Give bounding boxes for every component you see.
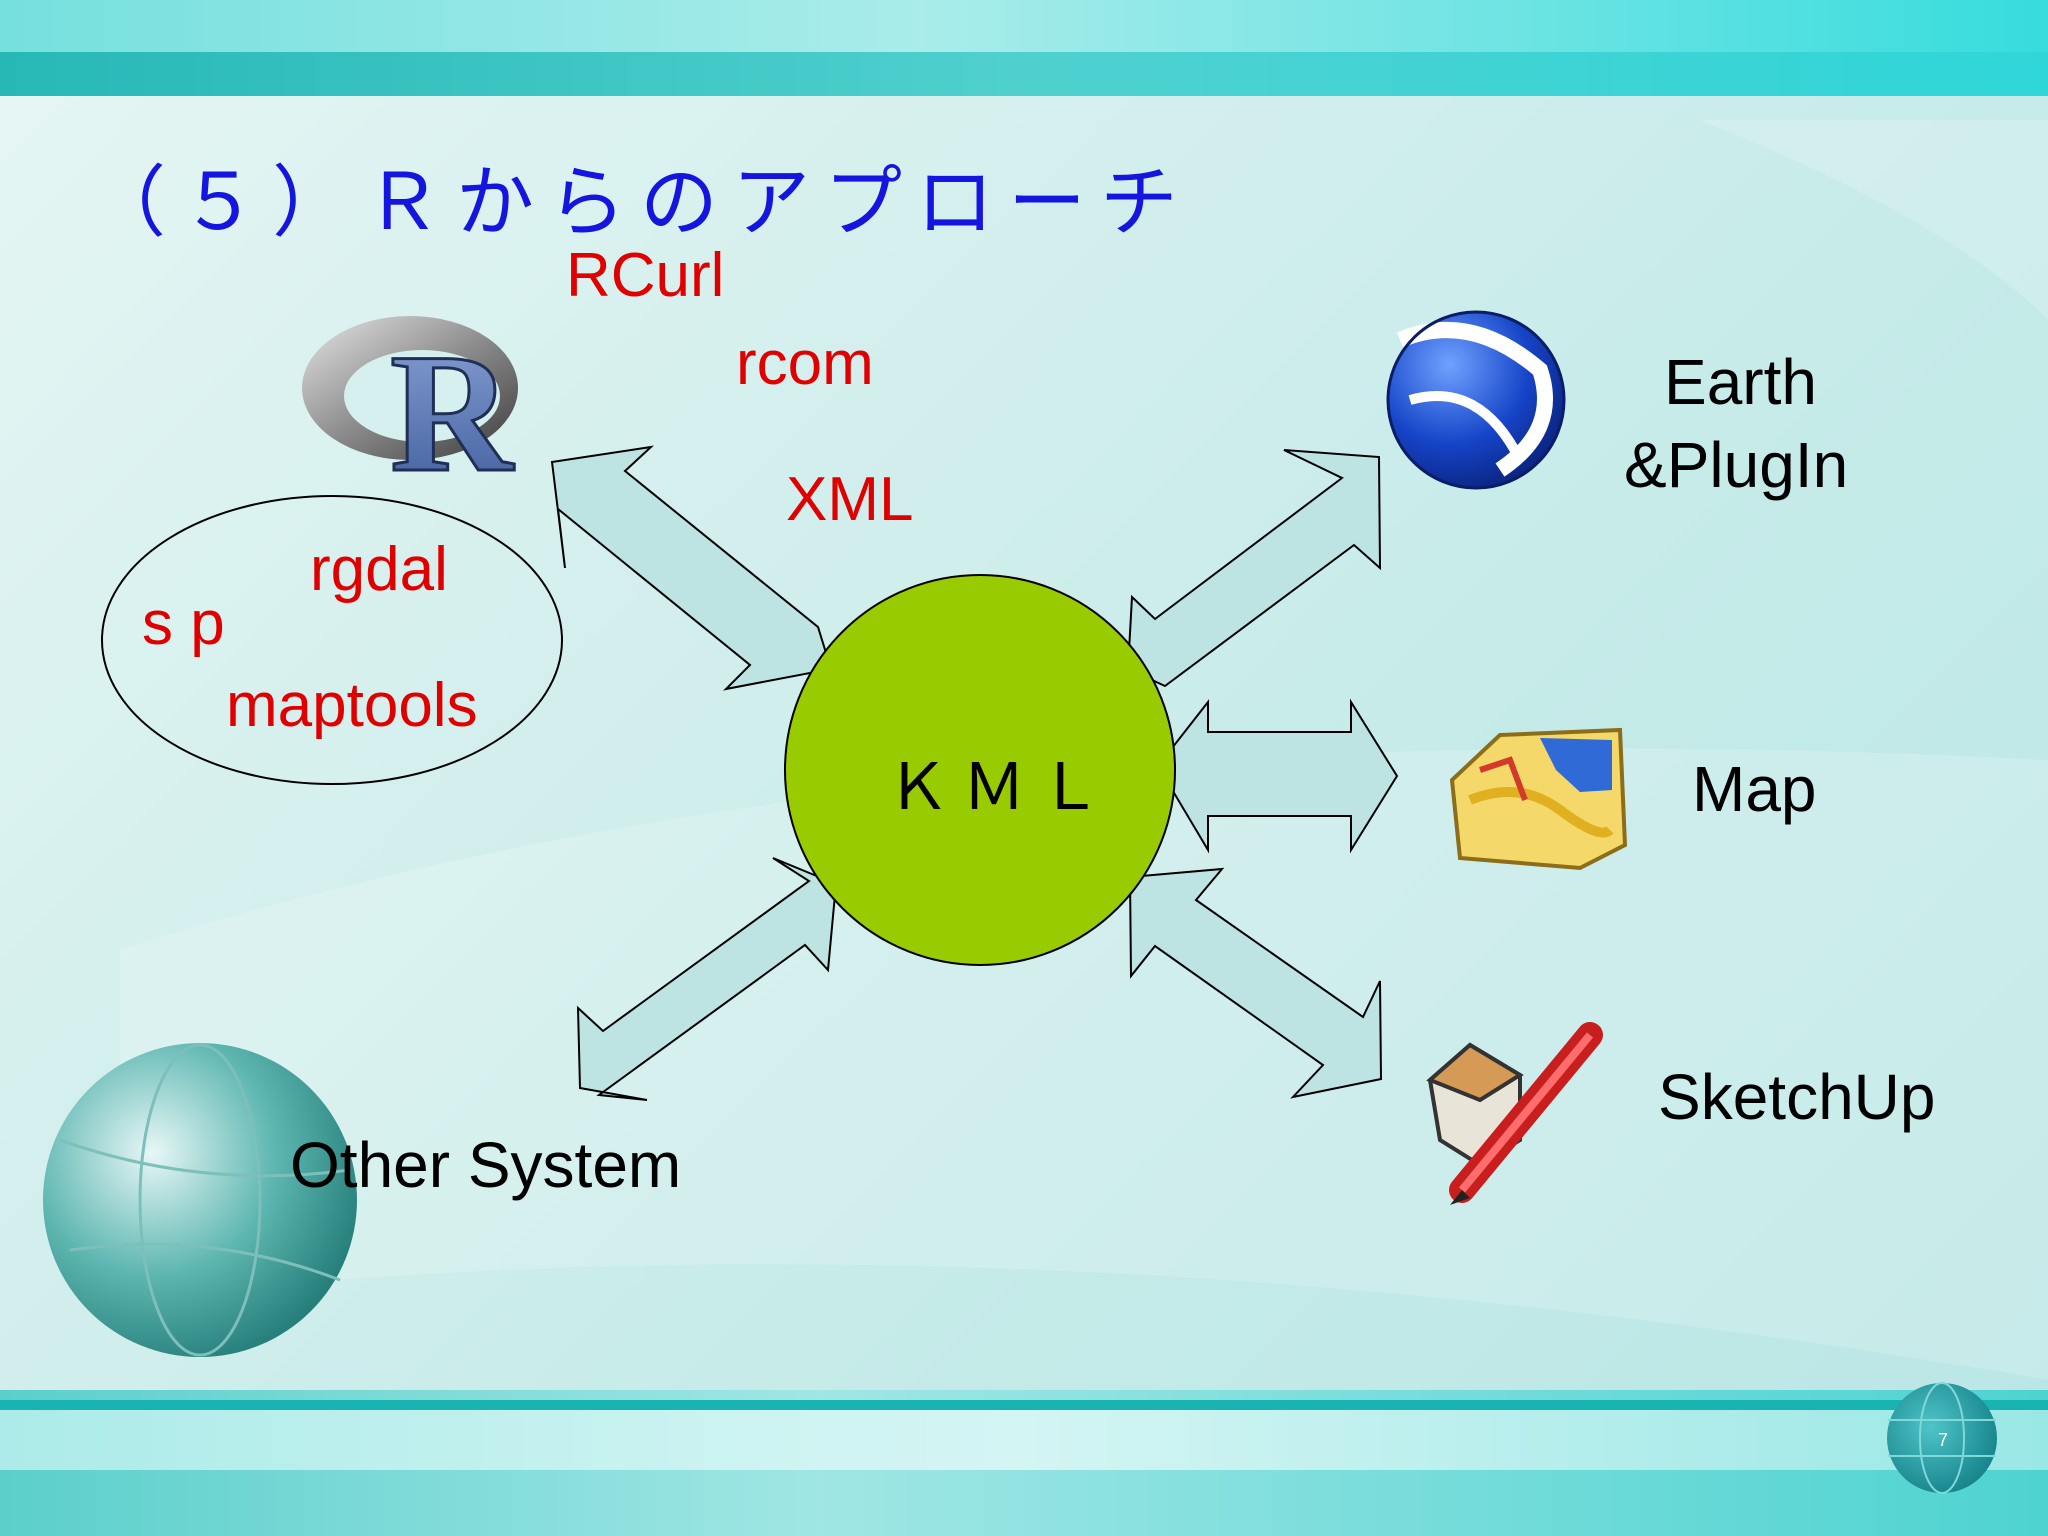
sketchup-icon — [1426, 1022, 1603, 1205]
page-globe-icon — [1887, 1382, 1997, 1494]
arrow-kml-sketchup — [1128, 867, 1383, 1099]
label-earth: Earth — [1664, 346, 1817, 418]
label-sp: s p — [142, 589, 225, 658]
r-logo-icon: R — [302, 316, 518, 509]
arrow-kml-other — [576, 857, 838, 1101]
kml-label: ＫＭＬ — [886, 751, 1114, 823]
map-icon — [1449, 727, 1628, 871]
google-earth-icon — [1386, 310, 1566, 490]
label-plugin: &PlugIn — [1624, 429, 1849, 501]
label-xml: XML — [786, 465, 914, 534]
kml-node — [784, 574, 1176, 966]
bottom-band-inner — [0, 1410, 2048, 1470]
svg-text:R: R — [390, 319, 515, 507]
label-other-system: Other System — [290, 1129, 682, 1201]
arrow-kml-map — [1156, 698, 1399, 854]
label-map: Map — [1692, 753, 1817, 825]
r-packages-ellipse — [101, 495, 563, 785]
arrow-r-kml — [550, 445, 833, 691]
label-rgdal: rgdal — [310, 535, 448, 604]
page-number: 7 — [1938, 1430, 1949, 1450]
bottom-line — [0, 1400, 2048, 1410]
label-maptools: maptools — [226, 671, 478, 740]
top-band-highlight — [0, 0, 2048, 52]
arrow-kml-earth — [1126, 449, 1382, 688]
label-rcurl: RCurl — [566, 241, 725, 310]
label-sketchup: SketchUp — [1658, 1061, 1936, 1133]
label-rcom: rcom — [736, 329, 874, 398]
globe-icon — [43, 1043, 357, 1357]
slide-title: （５）Ｒからのアプローチ — [88, 158, 1193, 246]
background-paper-decoration — [120, 120, 2048, 1380]
